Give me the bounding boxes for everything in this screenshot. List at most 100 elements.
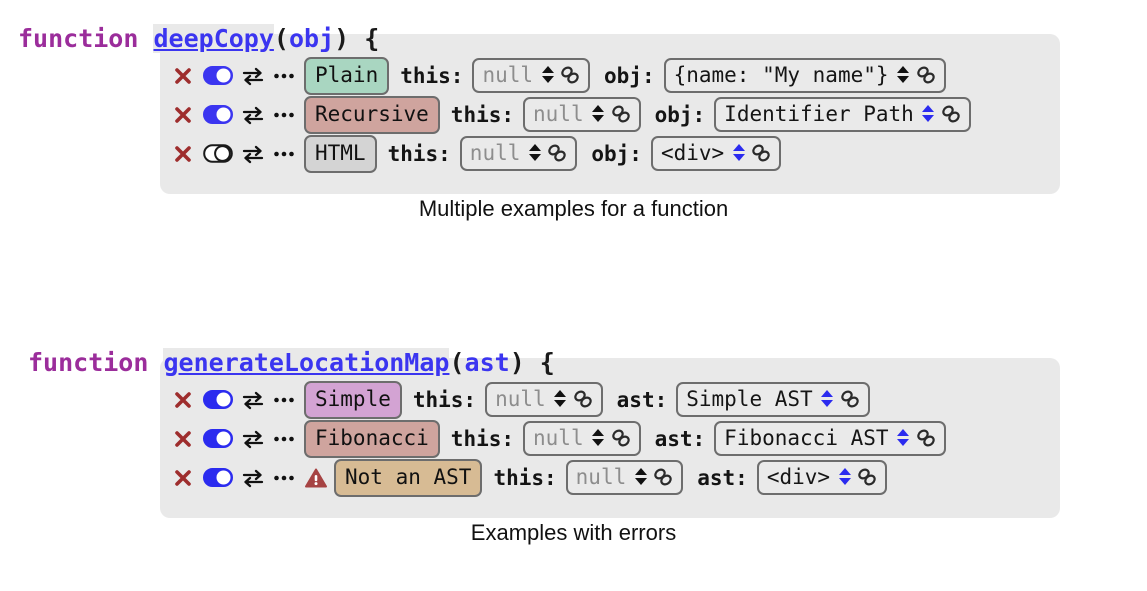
table-row: Fibonacci this: null ast: Fibonacci AST	[0, 419, 1147, 458]
chain-link-icon[interactable]	[839, 389, 861, 409]
swap-arrows-icon[interactable]	[242, 105, 264, 125]
close-x-icon[interactable]	[172, 467, 194, 489]
keyword-function: function	[28, 348, 149, 377]
close-x-icon[interactable]	[172, 143, 194, 165]
chain-link-icon[interactable]	[915, 65, 937, 85]
toggle-switch-icon[interactable]	[203, 429, 233, 448]
stepper-arrows-icon[interactable]	[592, 427, 605, 449]
table-row: Plain this: null obj: {name: "My name"}	[0, 56, 1147, 95]
warning-triangle-icon[interactable]	[304, 467, 328, 489]
close-x-icon[interactable]	[172, 104, 194, 126]
this-label: this:	[493, 465, 557, 490]
chain-link-icon[interactable]	[856, 467, 878, 487]
function-param: obj	[288, 24, 335, 53]
arg-value: <div>	[660, 140, 725, 165]
arg-value-field[interactable]: {name: "My name"}	[663, 57, 946, 94]
toggle-switch-icon[interactable]	[203, 105, 233, 124]
stepper-arrows-icon[interactable]	[922, 103, 935, 125]
chain-link-icon[interactable]	[750, 143, 772, 163]
close-x-icon[interactable]	[172, 65, 194, 87]
chain-link-icon[interactable]	[559, 65, 581, 85]
function-example-block-deep-copy: function deepCopy(obj) {	[0, 22, 1147, 194]
example-name-chip[interactable]: Not an AST	[334, 458, 483, 497]
arg-value: Simple AST	[686, 386, 813, 411]
example-name-chip[interactable]: Simple	[304, 380, 402, 419]
arg-label: obj:	[591, 141, 642, 166]
swap-arrows-icon[interactable]	[242, 429, 264, 449]
arg-value-field[interactable]: <div>	[756, 459, 888, 496]
function-name[interactable]: generateLocationMap	[163, 348, 450, 377]
this-value: null	[495, 386, 546, 411]
table-row: Simple this: null ast: Simple AST	[0, 380, 1147, 419]
this-value-field[interactable]: null	[523, 420, 641, 457]
toggle-switch-icon[interactable]	[203, 144, 233, 163]
close-x-icon[interactable]	[172, 389, 194, 411]
stepper-arrows-icon[interactable]	[541, 64, 554, 86]
chain-link-icon[interactable]	[572, 389, 594, 409]
stepper-arrows-icon[interactable]	[897, 64, 910, 86]
stepper-arrows-icon[interactable]	[821, 388, 834, 410]
block-caption: Examples with errors	[470, 520, 677, 545]
chain-link-icon[interactable]	[546, 143, 568, 163]
chain-link-icon[interactable]	[940, 104, 962, 124]
this-value-field[interactable]: null	[459, 135, 578, 172]
chain-link-icon[interactable]	[652, 467, 674, 487]
row-controls	[172, 143, 304, 165]
chain-link-icon[interactable]	[610, 428, 632, 448]
arg-value-field[interactable]: Fibonacci AST	[714, 420, 946, 457]
swap-arrows-icon[interactable]	[242, 66, 264, 86]
function-param: ast	[464, 348, 510, 377]
arg-value-field[interactable]: Simple AST	[676, 381, 870, 418]
ellipsis-icon[interactable]	[273, 430, 295, 448]
swap-arrows-icon[interactable]	[242, 390, 264, 410]
stepper-arrows-icon[interactable]	[592, 103, 605, 125]
toggle-switch-icon[interactable]	[203, 66, 233, 85]
function-signature: function deepCopy(obj) {	[0, 22, 1147, 56]
this-value-field[interactable]: null	[472, 57, 591, 94]
open-brace: {	[524, 348, 555, 377]
table-row: Recursive this: null obj: Identifier Pat…	[0, 95, 1147, 134]
this-value-field[interactable]: null	[485, 381, 603, 418]
function-signature: function generateLocationMap(ast) {	[0, 346, 1147, 380]
stepper-arrows-icon[interactable]	[897, 427, 910, 449]
ellipsis-icon[interactable]	[273, 391, 295, 409]
swap-arrows-icon[interactable]	[242, 468, 264, 488]
example-name-chip[interactable]: Fibonacci	[304, 419, 440, 458]
example-name-chip[interactable]: HTML	[304, 134, 377, 173]
arg-value: Fibonacci AST	[724, 425, 889, 450]
ellipsis-icon[interactable]	[273, 106, 295, 124]
stepper-arrows-icon[interactable]	[634, 466, 647, 488]
row-controls	[172, 65, 304, 87]
arg-label: ast:	[654, 426, 706, 451]
this-value-field[interactable]: null	[565, 459, 684, 496]
open-brace: {	[349, 24, 380, 53]
ellipsis-icon[interactable]	[273, 145, 295, 163]
table-row: Not an AST this: null ast: <div>	[0, 458, 1147, 497]
example-name-chip[interactable]: Recursive	[304, 95, 440, 134]
arg-value-field[interactable]: Identifier Path	[714, 96, 971, 133]
arg-value-field[interactable]: <div>	[650, 135, 782, 172]
ellipsis-icon[interactable]	[273, 67, 295, 85]
this-label: this:	[387, 141, 451, 166]
chain-link-icon[interactable]	[915, 428, 937, 448]
this-value: null	[469, 140, 521, 165]
stepper-arrows-icon[interactable]	[732, 142, 745, 164]
open-paren: (	[273, 24, 289, 53]
ellipsis-icon[interactable]	[273, 469, 295, 487]
this-value: null	[482, 62, 534, 87]
stepper-arrows-icon[interactable]	[528, 142, 541, 164]
block-caption: Multiple examples for a function	[418, 196, 729, 221]
this-value-field[interactable]: null	[523, 96, 641, 133]
toggle-switch-icon[interactable]	[203, 390, 233, 409]
chain-link-icon[interactable]	[610, 104, 632, 124]
close-x-icon[interactable]	[172, 428, 194, 450]
function-name[interactable]: deepCopy	[153, 24, 274, 53]
toggle-switch-icon[interactable]	[203, 468, 233, 487]
swap-arrows-icon[interactable]	[242, 144, 264, 164]
stepper-arrows-icon[interactable]	[554, 388, 567, 410]
stepper-arrows-icon[interactable]	[838, 466, 851, 488]
example-name-chip[interactable]: Plain	[304, 56, 390, 95]
arg-value: {name: "My name"}	[673, 62, 889, 87]
close-paren: )	[334, 24, 350, 53]
